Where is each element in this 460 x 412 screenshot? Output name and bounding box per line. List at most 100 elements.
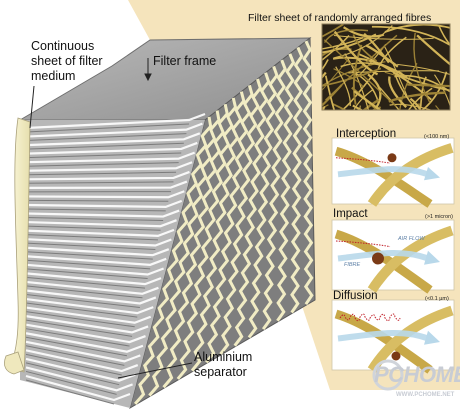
fibre-strand xyxy=(322,59,329,71)
front-pleat xyxy=(25,209,180,218)
fibre-strand xyxy=(383,45,410,100)
filter-medium-curl xyxy=(4,351,25,375)
side-pleat xyxy=(247,65,279,339)
front-pleat xyxy=(25,112,206,130)
mechanism-diffusion-size: (<0.1 µm) xyxy=(425,296,449,302)
front-pleat-shadow xyxy=(25,285,143,299)
fibre-strand xyxy=(322,24,344,38)
fibre-strand xyxy=(362,98,380,110)
mechanism-panel-1 xyxy=(331,219,455,294)
air-flow-arrow xyxy=(337,166,429,178)
front-pleat xyxy=(25,132,201,147)
fibre-strand xyxy=(399,62,418,110)
fibre-strand xyxy=(331,102,347,110)
front-pleat xyxy=(25,246,170,257)
fibre-strand xyxy=(333,30,379,76)
front-pleat-shadow xyxy=(25,152,182,159)
fibre-strand xyxy=(322,35,350,61)
front-pleat xyxy=(25,255,167,266)
air-flow-arrow-head xyxy=(424,167,440,181)
front-pleat xyxy=(25,190,185,199)
air-flow-label: AIR FLOW xyxy=(398,236,425,242)
front-pleat-shadow xyxy=(25,311,135,328)
front-pleat-shadow xyxy=(25,259,151,270)
watermark-logo: PCHOME xyxy=(374,362,460,387)
fibre-strand xyxy=(384,24,450,33)
front-pleat-shadow xyxy=(25,353,122,376)
front-pleat-shadow xyxy=(25,123,190,133)
front-pleat-shadow xyxy=(25,370,117,395)
side-pleat xyxy=(276,53,296,322)
mechanism-interception-title: Interception xyxy=(336,128,397,140)
fibre-strand xyxy=(421,71,448,110)
fibre-strand xyxy=(353,90,382,110)
side-pleat xyxy=(148,110,221,397)
fibre-network-inset xyxy=(321,23,451,111)
side-pleats xyxy=(133,40,314,405)
fibre-strand xyxy=(394,74,418,110)
air-flow-arrow xyxy=(337,329,430,342)
front-pleat-shadow xyxy=(25,142,184,150)
side-pleat xyxy=(219,78,262,355)
mechanism-impact-size: (>1 micron) xyxy=(425,214,453,220)
front-pleat xyxy=(25,238,172,247)
side-pleat xyxy=(162,103,229,389)
front-pleat xyxy=(25,199,183,208)
front-pleat xyxy=(25,272,162,286)
mechanism-interception-size: (<100 nm) xyxy=(424,134,450,140)
fibre-strand xyxy=(324,75,336,110)
front-pleat-shadow xyxy=(25,133,187,142)
side-pleat xyxy=(233,72,271,347)
particle xyxy=(387,153,397,163)
label-aluminium-separator: Aluminium separator xyxy=(194,350,253,379)
fibre-strand xyxy=(333,68,364,89)
fibre-strand xyxy=(434,74,450,108)
particle-path xyxy=(335,240,391,248)
fibre-strand xyxy=(409,97,422,110)
side-pleat xyxy=(302,40,314,305)
front-pleat xyxy=(25,357,136,382)
front-pleat-shadow xyxy=(25,362,120,386)
fibre-strand xyxy=(394,74,450,93)
front-pleat xyxy=(25,306,152,324)
front-pleat xyxy=(25,151,196,164)
fibre-label: FIBRE xyxy=(344,262,361,268)
front-pleat-shadow xyxy=(25,162,179,167)
front-pleat-shadow xyxy=(25,208,166,212)
fibre-strand xyxy=(353,88,374,110)
pchome-logo-icon xyxy=(372,359,404,391)
fibre-strand xyxy=(407,87,433,110)
front-pleat xyxy=(25,374,131,402)
front-pleat-shadow xyxy=(25,336,128,357)
fibre-strand xyxy=(416,34,450,66)
front-pleat-shadow xyxy=(25,217,164,222)
filter-body xyxy=(4,36,316,410)
front-pleat xyxy=(25,263,165,276)
watermark-url: WWW.PCHOME.NET xyxy=(396,392,455,398)
fibre-strand xyxy=(365,44,399,68)
fibre-strand xyxy=(379,87,400,110)
front-pleat-shadow xyxy=(25,319,133,337)
front-pleat xyxy=(25,332,144,353)
particle-path xyxy=(335,157,391,164)
air-flow-arrow-head xyxy=(424,330,440,345)
front-pleat xyxy=(25,122,203,138)
fibre-strand xyxy=(334,25,393,59)
front-pleat-shadow xyxy=(25,302,138,318)
front-pleat xyxy=(25,228,175,237)
fibre-strand xyxy=(322,67,382,87)
front-pleat xyxy=(25,141,198,155)
side-pleat xyxy=(261,59,287,330)
particle xyxy=(372,252,384,265)
callouts xyxy=(29,58,193,379)
mechanism-impact-title: Impact xyxy=(333,208,368,220)
front-pleat-shadow xyxy=(25,268,148,279)
diffusion-path xyxy=(339,313,401,322)
fibre-strand xyxy=(388,91,446,103)
side-pleat xyxy=(205,84,254,364)
side-pleat xyxy=(176,97,238,380)
mechanism-panel-0 xyxy=(331,137,455,208)
fibre-strand xyxy=(333,34,434,40)
